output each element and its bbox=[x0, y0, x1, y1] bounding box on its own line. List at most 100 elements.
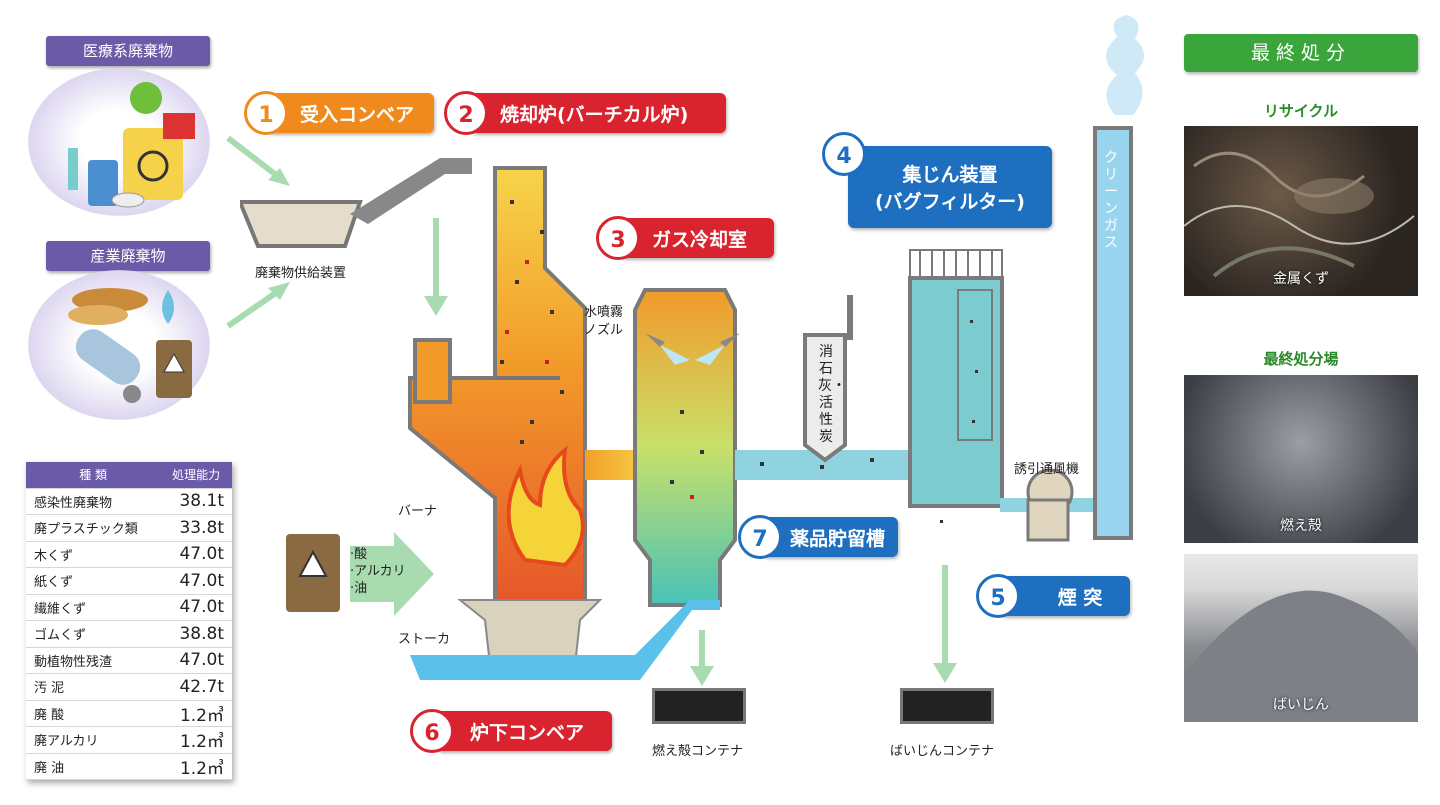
final-disposal-title: 最終処分 bbox=[1184, 34, 1418, 72]
landfill-heading: 最終処分場 bbox=[1263, 350, 1339, 368]
liquid-item-alkali: ·アルカリ bbox=[350, 564, 406, 579]
table-header-row: 種 類 処理能力 bbox=[26, 462, 232, 489]
row-type: ゴムくず bbox=[26, 620, 161, 648]
step-1-number: 1 bbox=[244, 91, 288, 135]
smoke-icon bbox=[1106, 15, 1144, 115]
nozzle-label-line1: 水噴霧 bbox=[584, 305, 624, 320]
scrap-metal-photo: 金属くず bbox=[1184, 126, 1418, 296]
row-capacity: 42.7t bbox=[160, 673, 232, 701]
industrial-items-icon bbox=[68, 288, 192, 403]
ash-container-label: 燃え殻コンテナ bbox=[652, 744, 744, 759]
medical-waste-tag: 医療系廃棄物 bbox=[46, 36, 210, 66]
step-1-receiving-conveyor: 受入コンベア bbox=[268, 93, 434, 133]
industrial-waste-tag: 産業廃棄物 bbox=[46, 241, 210, 271]
step-1-label: 受入コンベア bbox=[300, 103, 415, 126]
chimney bbox=[1093, 126, 1133, 540]
row-type: 繊維くず bbox=[26, 594, 161, 621]
row-type: 廃 油 bbox=[26, 753, 161, 780]
row-capacity: 38.8t bbox=[160, 620, 232, 648]
clean-gas-label: クリーンガス bbox=[1104, 150, 1118, 251]
lime-silo bbox=[803, 333, 847, 463]
ash-down-arrow bbox=[690, 630, 714, 686]
nozzle-label-line2: ノズル bbox=[584, 323, 624, 338]
lime-label: 消石灰・活性炭 bbox=[818, 344, 846, 445]
step-5-number: 5 bbox=[976, 574, 1020, 618]
medical-items-icon bbox=[68, 82, 195, 208]
fan-label: 誘引通風機 bbox=[1014, 462, 1080, 477]
burner-label: バーナ bbox=[398, 504, 438, 519]
step-2-number: 2 bbox=[444, 91, 488, 135]
waste-feeder bbox=[240, 158, 472, 248]
step-7-label: 薬品貯留槽 bbox=[790, 527, 886, 550]
step-7-number: 7 bbox=[738, 515, 782, 559]
step-6-label: 炉下コンベア bbox=[470, 721, 585, 744]
liquid-list: ·酸 ·アルカリ ·油 bbox=[350, 546, 406, 597]
feeder-label: 廃棄物供給装置 bbox=[255, 266, 347, 281]
row-capacity: 47.0t bbox=[160, 567, 232, 595]
step-7-chemical-tank: 薬品貯留槽 bbox=[762, 517, 898, 557]
step-3-gas-cooling: ガス冷却室 bbox=[620, 218, 774, 258]
nozzle-label: 水噴霧 ノズル bbox=[584, 304, 623, 340]
row-type: 動植物性残渣 bbox=[26, 647, 161, 674]
step-3-label: ガス冷却室 bbox=[652, 228, 748, 251]
fly-ash-photo: ばいじん bbox=[1184, 554, 1418, 722]
fly-ash-label: ばいじん bbox=[1273, 697, 1329, 713]
liquid-drum-icon bbox=[286, 532, 434, 616]
row-capacity: 47.0t bbox=[160, 647, 232, 674]
step-3-number: 3 bbox=[596, 216, 640, 260]
step-4-dust-collector: 集じん装置 (バグフィルター) bbox=[848, 146, 1052, 228]
bottom-ash-label: 燃え殻 bbox=[1280, 518, 1322, 534]
step-4-label-line1: 集じん装置 bbox=[902, 164, 998, 186]
scrap-metal-label: 金属くず bbox=[1273, 271, 1329, 287]
industrial-waste-label: 産業廃棄物 bbox=[90, 247, 166, 265]
step-2-incinerator: 焼却炉(バーチカル炉) bbox=[470, 93, 726, 133]
header-capacity: 処理能力 bbox=[160, 462, 232, 489]
step-5-chimney: 煙 突 bbox=[1000, 576, 1130, 616]
header-type: 種 類 bbox=[26, 462, 161, 489]
bag-filter bbox=[908, 276, 1004, 508]
liquid-item-oil: ·油 bbox=[350, 581, 368, 596]
row-capacity: 47.0t bbox=[160, 541, 232, 568]
dust-container-label: ばいじんコンテナ bbox=[890, 744, 995, 759]
flame-icon bbox=[506, 445, 585, 568]
fly-ash-pile bbox=[1184, 590, 1418, 722]
row-capacity: 1.2㎥ bbox=[160, 700, 232, 727]
row-capacity: 47.0t bbox=[160, 594, 232, 621]
row-capacity: 1.2㎥ bbox=[160, 753, 232, 780]
row-capacity: 1.2㎥ bbox=[160, 726, 232, 754]
step-5-label: 煙 突 bbox=[1057, 586, 1103, 609]
medical-waste-label: 医療系廃棄物 bbox=[82, 42, 173, 60]
bottom-ash-photo: 燃え殻 bbox=[1184, 375, 1418, 543]
recycle-heading: リサイクル bbox=[1263, 102, 1339, 120]
row-capacity: 38.1t bbox=[160, 488, 232, 515]
step-6-bottom-conveyor: 炉下コンベア bbox=[436, 711, 612, 751]
input-arrows bbox=[226, 135, 290, 329]
dust-down-arrow bbox=[933, 565, 957, 683]
plant-diagram bbox=[408, 126, 1133, 680]
step-6-number: 6 bbox=[410, 709, 454, 753]
step-4-label-line2: (バグフィルター) bbox=[875, 191, 1025, 213]
row-type: 廃アルカリ bbox=[26, 726, 161, 754]
industrial-waste-illustration bbox=[28, 270, 210, 420]
step-4-number: 4 bbox=[822, 132, 866, 176]
row-type: 廃 酸 bbox=[26, 700, 161, 727]
row-type: 木くず bbox=[26, 541, 161, 568]
row-capacity: 33.8t bbox=[160, 514, 232, 542]
dust-container bbox=[900, 688, 994, 724]
step-2-label: 焼却炉(バーチカル炉) bbox=[500, 103, 689, 126]
ash-container bbox=[652, 688, 746, 724]
row-type: 汚 泥 bbox=[26, 673, 161, 701]
stoker-label: ストーカ bbox=[398, 632, 451, 647]
